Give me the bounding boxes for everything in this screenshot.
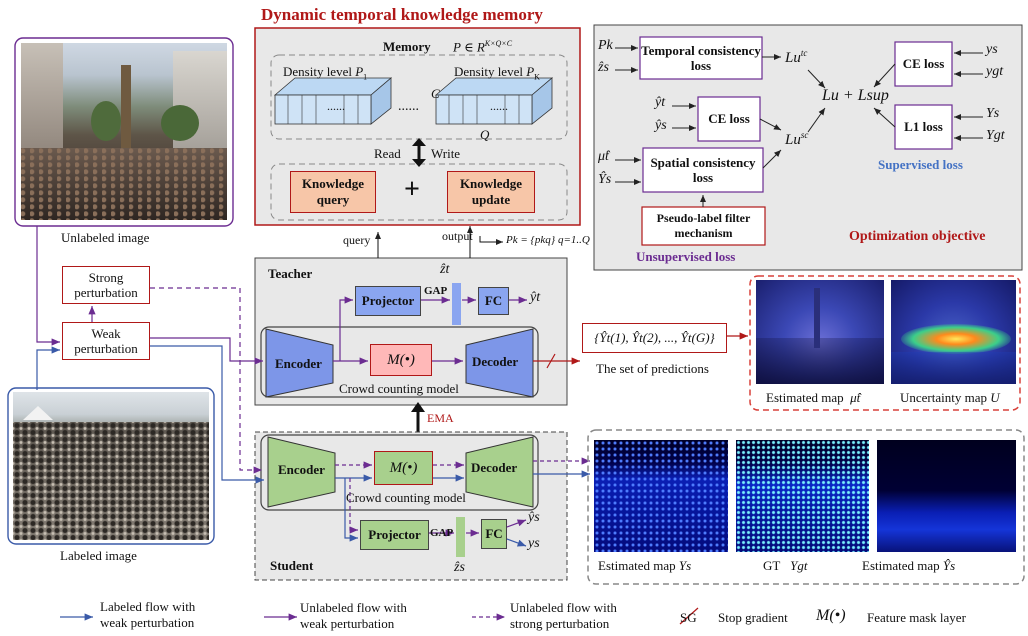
estimated-map-label-bottom: Estimated map Ys: [598, 558, 692, 573]
memory-title: Dynamic temporal knowledge memory: [261, 5, 543, 24]
predictions-set: {Ŷt(1), Ŷt(2), ..., Ŷt(G)}: [582, 323, 727, 353]
student-encoder: Encoder: [278, 462, 325, 477]
top-maps-frame: [749, 275, 1021, 411]
bottom-maps-frame: [587, 429, 1025, 585]
memory-label: Memory: [383, 39, 431, 54]
teacher-fc: FC: [478, 287, 509, 315]
teacher-y-hat: ŷt: [530, 290, 541, 305]
uncertainty-map: [891, 280, 1016, 384]
levels-ellipsis: ......: [398, 99, 419, 114]
teacher-mask-layer: M(•): [370, 344, 432, 376]
q-dimension-label: Q: [480, 127, 490, 142]
opt-yt-hat: ŷt: [655, 95, 666, 110]
estimated-map-label-top: Estimated map μ̂t: [766, 390, 861, 405]
student-projector: Projector: [360, 520, 429, 550]
teacher-gap: GAP: [424, 285, 448, 297]
query-label: query: [343, 233, 371, 247]
opt-zs: ẑs: [598, 60, 609, 75]
student-z-hat: ẑs: [454, 560, 465, 575]
labeled-crowd-image: [13, 392, 209, 540]
pseudo-label-filter: Pseudo-label filter mechanism: [656, 211, 751, 240]
ce-loss-sup: CE loss: [902, 56, 945, 71]
teacher-label: Teacher: [268, 266, 313, 281]
legend-stop-gradient: Stop gradient: [718, 610, 788, 625]
opt-ygt: ygt: [986, 64, 1004, 79]
opt-lu-sc: Lusc: [785, 130, 809, 148]
student-decoder-shape: [465, 436, 534, 508]
estimated-map-student-hat: [877, 440, 1016, 552]
teacher-gap-bar: [452, 283, 461, 325]
student-mask-layer: M(•): [374, 451, 433, 485]
write-label: Write: [431, 146, 461, 161]
memory-formula: P ∈ RK×Q×C: [453, 39, 513, 55]
legend-labeled-flow: Labeled flow with weak perturbation: [100, 599, 196, 630]
estimated-map-student: [594, 440, 728, 552]
block1-dots: ......: [327, 99, 345, 113]
estimated-map-label-bottom-2: Estimated map Ŷs: [862, 558, 956, 573]
knowledge-query-box: Knowledge query: [290, 171, 376, 213]
opt-Ys: Ys: [986, 106, 1000, 121]
memory-block-k: [434, 77, 554, 125]
pk-formula: Pk = {pkq} q=1..Q: [506, 234, 590, 246]
student-label: Student: [270, 558, 314, 573]
opt-pk: Pk: [598, 38, 613, 53]
density-level-k: Density level PK: [454, 64, 540, 82]
output-label: output: [442, 229, 473, 243]
gt-map-label: GT Ygt: [763, 558, 808, 573]
plus-sign: +: [404, 174, 420, 205]
knowledge-update-box: Knowledge update: [447, 171, 535, 213]
teacher-projector: Projector: [355, 286, 421, 316]
l1-loss: L1 loss: [904, 119, 943, 134]
opt-Ys-hat: Ŷs: [598, 172, 612, 187]
teacher-model-label: Crowd counting model: [339, 381, 459, 396]
blockk-dots: ......: [490, 99, 508, 113]
teacher-encoder-shape: [265, 328, 334, 398]
student-gap-bar: [456, 517, 465, 557]
legend-mask-symbol: M(•): [816, 607, 846, 624]
estimated-map-teacher: [756, 280, 884, 384]
optimization-objective-label: Optimization objective: [849, 229, 986, 244]
teacher-encoder: Encoder: [275, 356, 322, 371]
opt-ys-hat: ŷs: [655, 118, 667, 133]
weak-perturbation-box: Weak perturbation: [62, 322, 150, 360]
legend-unlabeled-strong: Unlabeled flow with strong perturbation: [510, 600, 617, 631]
legend-sg: SG: [680, 610, 697, 625]
unlabeled-crowd-image: [21, 43, 227, 220]
unlabeled-image-label: Unlabeled image: [61, 230, 150, 245]
labeled-image-label: Labeled image: [60, 548, 137, 563]
ce-loss-unsup: CE loss: [708, 111, 750, 126]
opt-Ygt: Ygt: [986, 128, 1005, 143]
opt-mu-t: μ̂t: [598, 149, 609, 164]
total-loss: Lu + Lsup: [822, 87, 889, 104]
read-label: Read: [374, 146, 401, 161]
student-y-hat: ŷs: [528, 510, 540, 525]
uncertainty-map-label: Uncertainty map U: [900, 390, 1000, 405]
opt-ys: ys: [986, 42, 998, 57]
student-y: ys: [528, 536, 540, 551]
read-write-arrow: [412, 138, 426, 167]
student-encoder-shape: [267, 436, 336, 508]
teacher-z-hat: ẑt: [440, 262, 450, 277]
student-model-label: Crowd counting model: [346, 490, 466, 505]
density-level-1: Density level P1: [283, 64, 368, 82]
ema-label: EMA: [427, 411, 454, 425]
supervised-loss-label: Supervised loss: [878, 157, 963, 172]
c-dimension-label: C: [431, 86, 440, 101]
student-fc: FC: [481, 519, 507, 549]
strong-perturbation-box: Strong perturbation: [62, 266, 150, 304]
legend-unlabeled-weak: Unlabeled flow with weak perturbation: [300, 600, 407, 631]
memory-block-1: [273, 77, 393, 125]
legend-feature-mask: Feature mask layer: [867, 610, 966, 625]
unsupervised-loss-label: Unsupervised loss: [636, 249, 736, 264]
predictions-label: The set of predictions: [596, 361, 709, 376]
gt-map: [736, 440, 869, 552]
temporal-consistency-loss: Temporal consistency loss: [641, 43, 761, 73]
opt-lu-tc: Lutc: [785, 48, 808, 66]
teacher-decoder: Decoder: [472, 354, 519, 369]
spatial-consistency-loss: Spatial consistency loss: [650, 155, 756, 185]
student-gap: GAP: [430, 527, 454, 539]
student-decoder: Decoder: [471, 460, 518, 475]
teacher-decoder-shape: [465, 328, 534, 398]
